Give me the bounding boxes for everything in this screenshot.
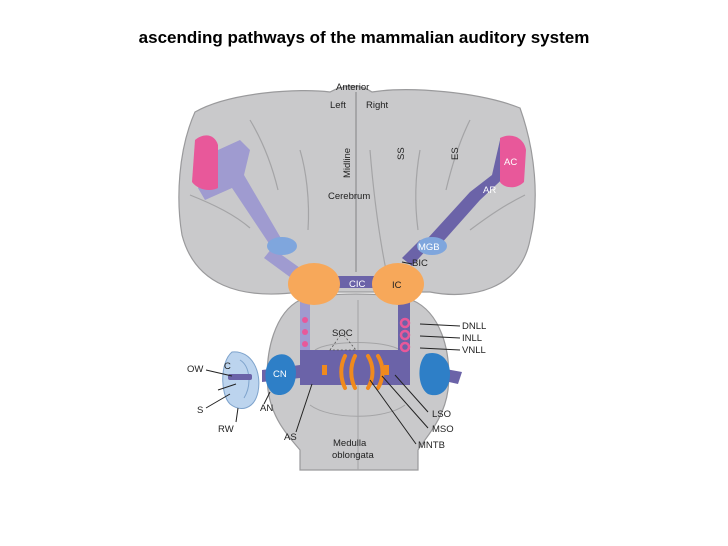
label-ar: AR — [483, 185, 496, 196]
label-right: Right — [366, 100, 389, 111]
cochlear-nucleus-left — [265, 354, 296, 396]
cochlear-nucleus-right — [419, 352, 450, 396]
label-ss: SS — [396, 147, 407, 160]
auditory-cortex-right — [500, 135, 526, 188]
label-oblongata: oblongata — [332, 450, 374, 461]
label-ac: AC — [504, 157, 517, 168]
label-cn: CN — [273, 369, 287, 380]
auditory-cortex-left — [192, 135, 218, 190]
mgb-right — [417, 237, 447, 255]
label-mgb: MGB — [418, 242, 440, 253]
label-dnll: DNLL — [462, 321, 486, 332]
label-s: S — [197, 405, 203, 416]
label-es: ES — [450, 147, 461, 160]
label-left: Left — [330, 100, 346, 111]
label-medulla: Medulla — [333, 438, 367, 449]
label-lso: LSO — [432, 409, 451, 420]
label-ic: IC — [392, 280, 402, 291]
slide-title: ascending pathways of the mammalian audi… — [138, 28, 590, 47]
superior-olivary-complex — [322, 354, 389, 390]
label-mso: MSO — [432, 424, 454, 435]
label-c: C — [224, 361, 231, 372]
label-vnll: VNLL — [462, 345, 486, 356]
label-inll: INLL — [462, 333, 482, 344]
leader-lines — [205, 261, 461, 445]
lateral-lemniscus-right — [399, 317, 411, 353]
cerebrum — [178, 85, 536, 295]
label-anterior: Anterior — [336, 82, 369, 93]
label-cerebrum: Cerebrum — [328, 191, 370, 202]
label-mntb: MNTB — [418, 440, 445, 451]
cochlea — [222, 351, 260, 409]
label-midline: Midline — [342, 148, 353, 178]
inferior-colliculus-left — [288, 263, 340, 305]
mgb-left — [267, 237, 297, 255]
lateral-lemniscus-left — [302, 317, 308, 347]
inferior-colliculus-right — [372, 263, 424, 305]
label-cic: CIC — [349, 279, 366, 290]
label-bic: BIC — [412, 258, 428, 269]
label-rw: RW — [218, 424, 234, 435]
label-as: AS — [284, 432, 297, 443]
label-ow: OW — [187, 364, 203, 375]
label-an: AN — [260, 403, 273, 414]
label-soc: SOC — [332, 328, 353, 339]
